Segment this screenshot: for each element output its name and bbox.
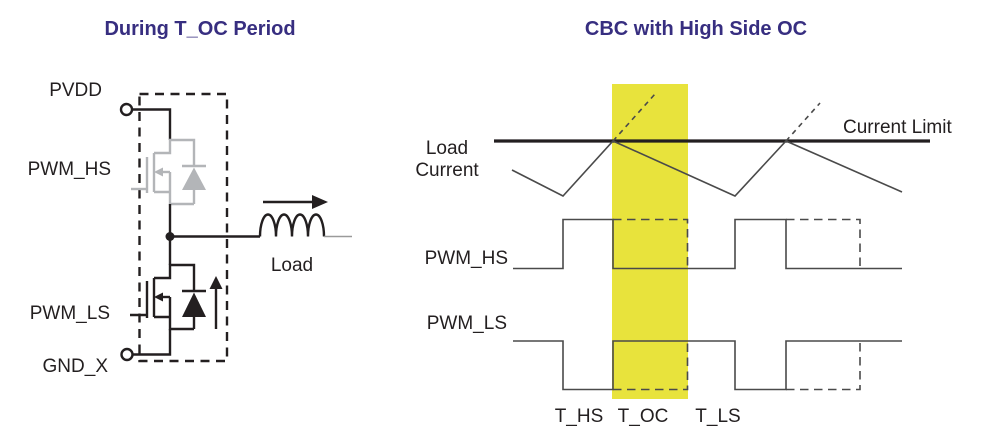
load-current-label: Load Current — [402, 138, 492, 182]
ls-drain-and-diode-branch — [154, 263, 196, 291]
freewheel-arrow-head — [209, 276, 223, 289]
left-panel-title: During T_OC Period — [104, 18, 296, 40]
hs-drain-and-diode-branch — [154, 138, 196, 166]
hs-body-diode — [182, 167, 206, 190]
gnd-wire — [133, 329, 172, 356]
current-limit-label: Current Limit — [843, 117, 952, 138]
hs-body-arrow-head — [154, 167, 163, 177]
pwm-ls-waveform-label: PWM_LS — [426, 313, 507, 334]
load-current-label-line2: Current — [415, 160, 479, 181]
pwm-ls-waveform — [513, 340, 902, 391]
pwm-hs-waveform-label: PWM_HS — [424, 248, 508, 269]
pwm-hs-intended-dashed — [613, 218, 861, 269]
pwm-hs-waveform — [513, 218, 902, 270]
pwm-ls-intended-dashed — [613, 341, 861, 391]
pvdd-terminal — [119, 102, 134, 117]
t-ls-period-label: T_LS — [695, 406, 741, 427]
high-side-mosfet — [131, 138, 206, 206]
load-current-waveform — [511, 140, 903, 197]
pvdd-label: PVDD — [49, 80, 102, 101]
t-hs-period-label: T_HS — [554, 406, 604, 427]
circuit-diagram — [119, 92, 352, 363]
ls-body-arrow-head — [154, 292, 163, 302]
pwm-hs-gate-label: PWM_HS — [27, 159, 111, 180]
low-side-mosfet — [130, 236, 206, 331]
device-boundary-box — [138, 92, 229, 363]
right-panel-title: CBC with High Side OC — [584, 18, 808, 40]
load-current-arrow-head — [312, 195, 328, 209]
ls-body-diode — [182, 292, 206, 317]
load-inductor — [258, 213, 326, 237]
load-current-label-line1: Load — [425, 138, 469, 159]
load-label: Load — [270, 255, 314, 276]
timing-diagram — [494, 84, 930, 399]
gnd-x-label: GND_X — [42, 356, 108, 377]
t-oc-period-label: T_OC — [617, 406, 669, 427]
t-oc-highlight-band — [612, 84, 688, 399]
pvdd-wire — [132, 108, 172, 140]
pwm-ls-gate-label: PWM_LS — [29, 303, 110, 324]
gnd-terminal — [120, 347, 134, 362]
load-current-overshoot-dashed — [612, 93, 821, 142]
